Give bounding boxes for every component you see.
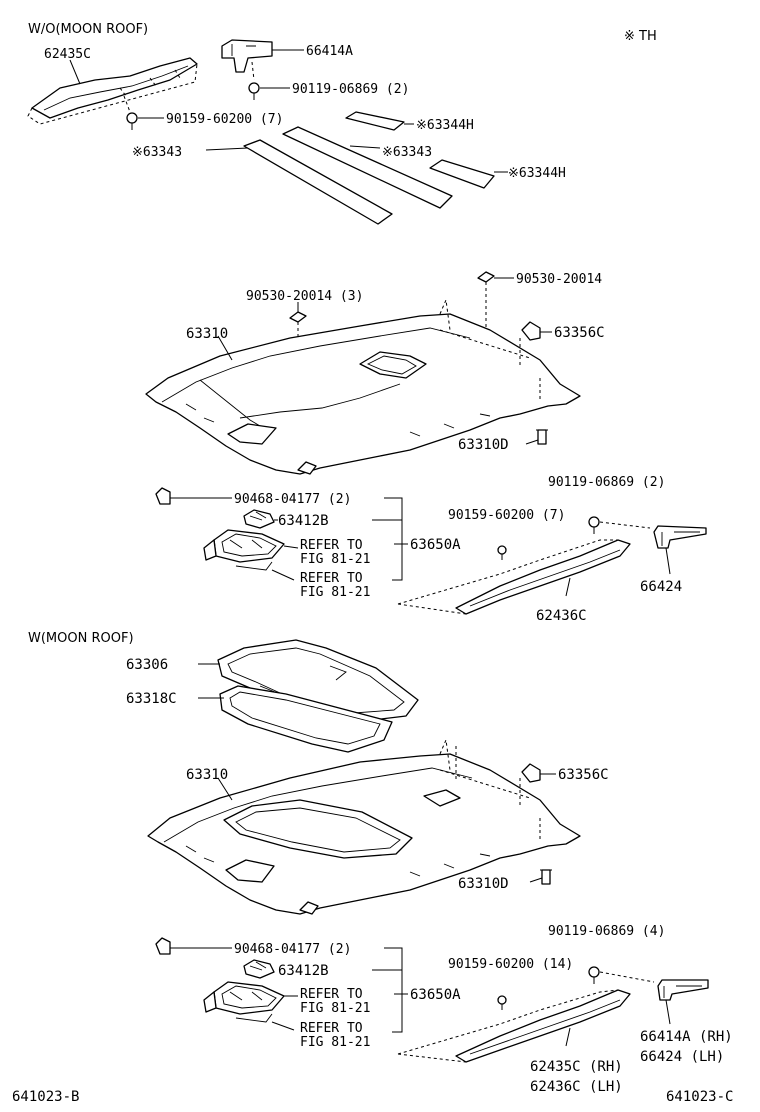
pad-63343-right: [282, 126, 453, 209]
part-63412b-lower: [243, 959, 275, 979]
leader-63310-lower: [217, 777, 233, 801]
bracket-63650a-lower: [372, 947, 403, 1033]
clip-90468-lower-icon: [155, 937, 171, 955]
refer-upper-b-line1: REFER TO: [300, 571, 363, 586]
leader-63343-right: [349, 145, 381, 149]
leader-refer-lower-b: [271, 1021, 295, 1031]
screw-90159-lower-icon: [497, 995, 507, 1010]
part-62435c-62436c-bracket: [397, 989, 631, 1063]
leader-66424: [665, 547, 671, 575]
leader-refer-upper-b: [271, 569, 295, 581]
label-63306: 63306: [126, 657, 168, 673]
label-63343-left: ※63343: [132, 145, 182, 160]
clip-63356c-icon: [521, 321, 541, 341]
label-63310-lower: 63310: [186, 767, 228, 783]
screw-90119-mid-icon: [588, 516, 600, 534]
clip-90530-icon: [477, 271, 495, 360]
label-63344h-upper: ※63344H: [416, 118, 474, 133]
label-63650a-lower: 63650A: [410, 987, 461, 1003]
label-62435c-rh: 62435C (RH): [530, 1059, 623, 1075]
clip-90468-icon: [155, 487, 171, 505]
part-63306-frame: [217, 639, 419, 725]
label-63344h-lower: ※63344H: [508, 166, 566, 181]
screw-90159-icon: [123, 95, 138, 130]
refer-lower-a-line2: FIG 81-21: [300, 1001, 370, 1016]
label-90119-top: 90119-06869 (2): [292, 82, 409, 97]
headliner-63310-upper: [145, 298, 581, 475]
label-63650a-upper: 63650A: [410, 537, 461, 553]
section-title-without-moon-roof: W/O(MOON ROOF): [28, 22, 148, 37]
refer-lower-a-line1: REFER TO: [300, 987, 363, 1002]
label-63356c-upper: 63356C: [554, 325, 605, 341]
refer-upper-a-line1: REFER TO: [300, 538, 363, 553]
part-66424-clip: [653, 525, 707, 549]
part-62435c-bracket: [27, 57, 198, 125]
refer-upper-a-line2: FIG 81-21: [300, 552, 370, 567]
part-66414a-clip: [221, 39, 273, 81]
map-lamp-lower: [203, 981, 285, 1023]
leader-62435c: [69, 59, 81, 85]
refer-lower-b-line2: FIG 81-21: [300, 1035, 370, 1050]
label-90468-lower: 90468-04177 (2): [234, 942, 351, 957]
label-62436c: 62436C: [536, 608, 587, 624]
pad-63343-left: [243, 139, 393, 225]
label-63343-right: ※63343: [382, 145, 432, 160]
label-63310d-lower: 63310D: [458, 876, 509, 892]
label-90530-three: 90530-20014 (3): [246, 289, 363, 304]
label-90159-lower: 90159-60200 (14): [448, 957, 573, 972]
leader-90119-lower: [599, 971, 655, 983]
label-63310-upper: 63310: [186, 326, 228, 342]
label-63412b-upper: 63412B: [278, 513, 329, 529]
label-63412b-lower: 63412B: [278, 963, 329, 979]
part-62436c-bracket: [397, 539, 631, 615]
label-66424: 66424: [640, 579, 682, 595]
label-66414a: 66414A: [306, 44, 353, 59]
refer-upper-b-line2: FIG 81-21: [300, 585, 370, 600]
label-63356c-lower: 63356C: [558, 767, 609, 783]
label-62435c: 62435C: [44, 47, 91, 62]
leader-90119-mid: [599, 521, 651, 529]
label-90119-mid: 90119-06869 (2): [548, 475, 665, 490]
leader-66414a-rh: [665, 999, 671, 1025]
figure-code-left: 641023-B: [12, 1089, 79, 1105]
part-63412b-upper: [243, 509, 275, 529]
leader-63310d-lower: [529, 877, 543, 883]
label-90468-upper: 90468-04177 (2): [234, 492, 351, 507]
screw-90159-mid-icon: [497, 545, 507, 560]
leader-63343-left: [205, 147, 249, 151]
headliner-63310-lower: [147, 738, 581, 915]
label-90159-top: 90159-60200 (7): [166, 112, 283, 127]
leader-63310d-upper: [525, 439, 539, 445]
screw-90119-icon: [248, 82, 260, 100]
label-90159-mid: 90159-60200 (7): [448, 508, 565, 523]
clip-63356c-lower-icon: [521, 763, 541, 783]
section-title-with-moon-roof: W(MOON ROOF): [28, 631, 134, 646]
label-90530-single: 90530-20014: [516, 272, 602, 287]
pad-63344h-lower: [429, 159, 495, 189]
part-66414a-66424-clip: [657, 979, 709, 1001]
bracket-63650a-upper: [372, 497, 403, 581]
figure-code-right: 641023-C: [666, 1089, 733, 1105]
leader-62435c-rh: [565, 1027, 571, 1047]
label-63310d-upper: 63310D: [458, 437, 509, 453]
leader-63310-upper: [217, 335, 233, 361]
label-66414a-rh: 66414A (RH): [640, 1029, 733, 1045]
screw-63310d-lower-icon: [540, 869, 552, 885]
th-note: ※ TH: [624, 29, 657, 44]
leader-refer-upper-a: [283, 545, 299, 549]
pad-63344h-upper: [345, 111, 405, 131]
part-63318c-seal: [219, 685, 393, 753]
label-62436c-lh: 62436C (LH): [530, 1079, 623, 1095]
map-lamp-upper: [203, 529, 285, 571]
refer-lower-b-line1: REFER TO: [300, 1021, 363, 1036]
screw-63310d-icon: [536, 429, 548, 445]
leader-62436c: [565, 577, 571, 597]
label-63318c: 63318C: [126, 691, 177, 707]
label-90119-lower: 90119-06869 (4): [548, 924, 665, 939]
screw-90119-lower-icon: [588, 966, 600, 984]
label-66424-lh: 66424 (LH): [640, 1049, 724, 1065]
